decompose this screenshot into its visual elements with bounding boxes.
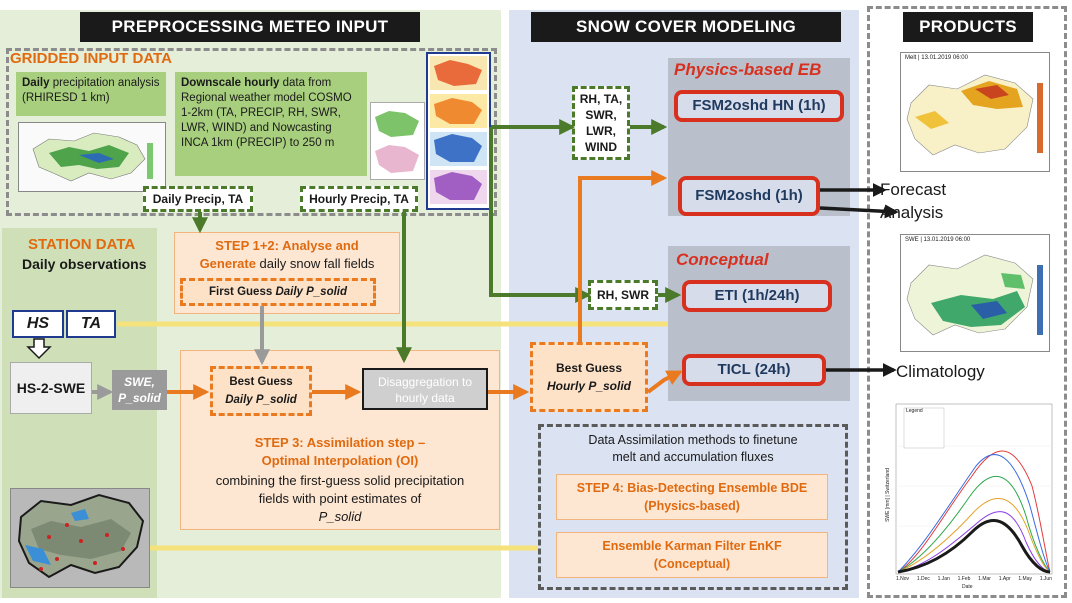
daily-precip-ta-box: Daily Precip, TA [143,186,253,212]
hourly-map-small [370,102,425,180]
hourly-precip-ta-box: Hourly Precip, TA [300,186,418,212]
chart-xticks: 1.Nov 1.Dec 1.Jan 1.Feb 1.Mar 1.Apr 1.Ma… [896,576,1052,582]
preprocessing-title: PREPROCESSING METEO INPUT [80,12,420,42]
analysis-label: Analysis [880,203,944,222]
eti-model: ETI (1h/24h) [682,280,832,312]
swe-psolid-box: SWE, P_solid [112,370,167,410]
met-vars-box: RH, TA, SWR, LWR, WIND [572,86,630,160]
climatology-label: Climatology [896,362,985,381]
swe-climatology-chart: Legend SWE [mm] | Switzerland Date 1.Nov… [872,396,1058,594]
x-tick: 1.Mar [978,576,991,582]
daily-precip-box: Daily precipitation analysis (RHIRESD 1 … [16,72,166,116]
hs-box: HS [12,310,64,338]
ta-box: TA [66,310,116,338]
hourly-map-frame [426,52,491,210]
downscale-box: Downscale hourly data from Regional weat… [175,72,367,176]
first-guess-box: First Guess Daily P_solid [180,278,376,306]
disaggregation-box: Disaggregation to hourly data [362,368,488,410]
data-assimilation-title: Data Assimilation methods to finetune me… [588,433,798,464]
ticl-model: TICL (24h) [682,354,826,386]
step12-title: STEP 1+2: Analyse and [215,238,359,253]
products-title: PRODUCTS [903,12,1033,42]
x-tick: 1.Jun [1039,576,1052,582]
melt-map: Melt | 13.01.2019 06:00 [900,52,1050,172]
x-tick: 1.Dec [916,576,930,582]
step3-body: combining the first-guess solid precipit… [215,473,465,524]
x-tick: 1.May [1018,576,1033,582]
hs2swe-box: HS-2-SWE [10,362,92,414]
x-tick: 1.Apr [998,576,1011,582]
physics-title: Physics-based EB [674,60,822,79]
x-tick: 1.Feb [957,576,971,582]
fsm2oshd-model: FSM2oshd (1h) [678,176,820,216]
chart-ylabel: SWE [mm] | Switzerland [885,468,891,522]
station-data-title: STATION DATA [28,236,136,253]
chart-xlabel: Date [962,584,973,590]
forecast-label: Forecast [880,180,947,199]
fsm2oshd-hn-model: FSM2oshd HN (1h) [674,90,844,122]
station-map [10,488,150,588]
step3-title: STEP 3: Assimilation step – Optimal Inte… [254,435,426,468]
hs-down-arrow [26,338,52,360]
chart-legend-title: Legend [906,408,923,414]
enkf-box: Ensemble Karman Filter EnKF (Conceptual) [556,532,828,578]
x-tick: 1.Jan [937,576,950,582]
gridded-input-title: GRIDDED INPUT DATA [10,50,172,67]
step12-subtitle: Generate daily snow fall fields [199,256,375,271]
x-tick: 1.Nov [896,576,910,582]
daily-precip-map [18,122,166,192]
best-guess-hourly-box: Best Guess Hourly P_solid [530,342,648,412]
data-assimilation-frame [538,424,848,590]
rh-swr-box: RH, SWR [588,280,658,310]
swe-map: SWE | 13.01.2019 06:00 [900,234,1050,352]
conceptual-title: Conceptual [676,250,769,269]
snow-modeling-title: SNOW COVER MODELING [531,12,841,42]
step4-box: STEP 4: Bias-Detecting Ensemble BDE (Phy… [556,474,828,520]
station-data-subtitle: Daily observations [22,256,147,272]
best-guess-daily-box: Best Guess Daily P_solid [210,366,312,416]
